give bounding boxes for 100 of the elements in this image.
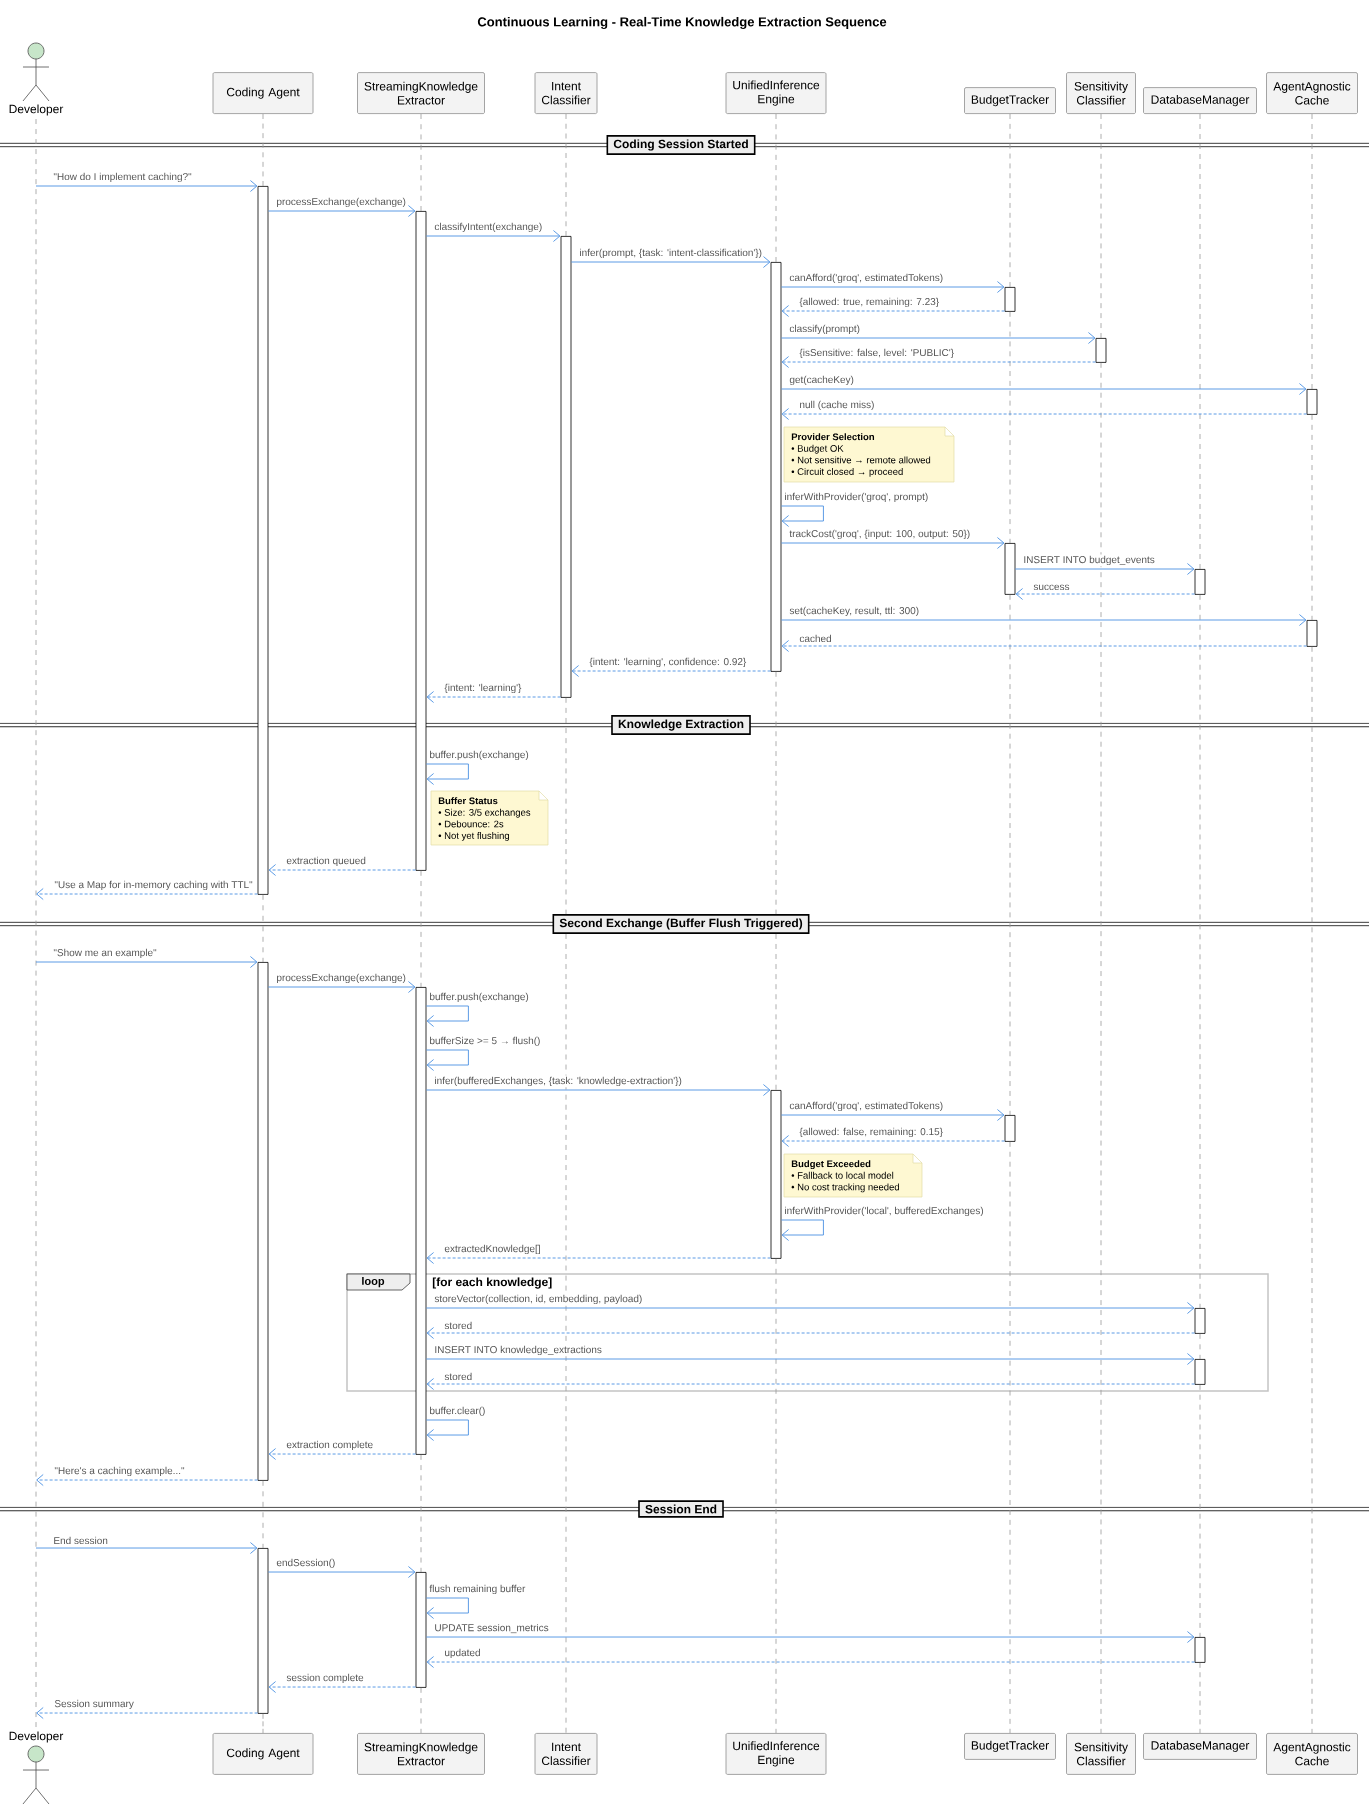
return-arrow xyxy=(268,1448,417,1460)
message-arrow xyxy=(267,981,416,993)
message-label: processExchange(exchange) xyxy=(275,972,408,985)
return-arrow xyxy=(268,864,417,876)
message-label: canAfford('groq', estimatedTokens) xyxy=(788,1100,945,1113)
participant-box: Sensitivity Classifier xyxy=(1066,1733,1136,1775)
lifeline xyxy=(420,1687,422,1734)
section-label: Coding Session Started xyxy=(606,135,756,155)
message-label: flush remaining buffer xyxy=(428,1583,527,1596)
note: Provider Selection • Budget OK • Not sensitive → remote allowed • Circuit closed → proceed xyxy=(783,426,955,483)
message-label: extraction complete xyxy=(285,1439,375,1452)
message-label: extraction queued xyxy=(285,855,368,868)
participant-box: AgentAgnostic Cache xyxy=(1266,1733,1358,1775)
title: Continuous Learning - Real-Time Knowledge Extraction Sequence xyxy=(477,16,887,30)
message-label: {allowed: false, remaining: 0.15} xyxy=(798,1126,945,1139)
message-label: stored xyxy=(443,1371,474,1382)
return-arrow xyxy=(781,356,1097,368)
activation-bar xyxy=(1004,1115,1016,1142)
message-arrow xyxy=(267,1566,416,1578)
return-arrow xyxy=(781,1135,1006,1147)
self-message-arrow xyxy=(425,1597,469,1619)
activation-bar xyxy=(415,211,427,871)
message-label: "Use a Map for in-memory caching with TTL" xyxy=(53,879,254,892)
message-arrow xyxy=(35,956,258,968)
message-label: UPDATE session_metrics xyxy=(433,1622,550,1635)
message-label: updated xyxy=(443,1647,482,1660)
message-label: {intent: 'learning', confidence: 0.92} xyxy=(588,656,748,669)
message-label: "How do I implement caching?" xyxy=(52,171,193,184)
activation-bar xyxy=(1095,338,1107,363)
lifeline xyxy=(420,1454,422,1573)
participant-box: Coding Agent xyxy=(212,72,314,114)
participant-box: Sensitivity Classifier xyxy=(1066,72,1136,114)
message-arrow xyxy=(267,205,416,217)
lifeline xyxy=(1199,1384,1201,1638)
message-label: {intent: 'learning'} xyxy=(443,682,523,695)
message-label: inferWithProvider('local', bufferedExchanges) xyxy=(783,1205,985,1218)
message-label: session complete xyxy=(285,1672,365,1685)
message-label: infer(bufferedExchanges, {task: 'knowledge-extraction'}) xyxy=(433,1075,684,1088)
lifeline xyxy=(262,1480,264,1549)
activation-bar xyxy=(1004,287,1016,312)
message-arrow xyxy=(780,537,1005,549)
lifeline xyxy=(1199,594,1201,1309)
return-arrow xyxy=(1015,588,1196,600)
message-label: classifyIntent(exchange) xyxy=(433,221,544,234)
section-label: Session End xyxy=(638,1500,724,1518)
return-arrow xyxy=(571,665,772,677)
message-arrow xyxy=(425,1631,1195,1643)
message-label: cached xyxy=(798,633,833,644)
self-message-arrow xyxy=(425,1049,469,1071)
actor-label: Developer xyxy=(9,104,64,116)
participant-box: Intent Classifier xyxy=(534,72,598,114)
self-message-arrow xyxy=(425,1419,469,1441)
message-arrow xyxy=(570,256,771,268)
lifeline xyxy=(775,113,777,263)
lifeline xyxy=(1311,113,1313,390)
message-label: buffer.clear() xyxy=(428,1405,487,1418)
lifeline xyxy=(262,113,264,187)
participant-box: BudgetTracker xyxy=(964,1733,1056,1760)
message-label: extractedKnowledge[] xyxy=(443,1243,542,1256)
lifeline xyxy=(1199,113,1201,570)
return-arrow xyxy=(36,1474,259,1486)
lifeline xyxy=(1009,113,1011,288)
message-label: classify(prompt) xyxy=(788,323,862,336)
return-arrow xyxy=(36,1707,259,1719)
return-arrow xyxy=(426,1656,1196,1668)
self-message-arrow xyxy=(780,505,824,527)
lifeline xyxy=(1009,594,1011,1116)
message-label: null (cache miss) xyxy=(798,399,876,412)
participant-box: DatabaseManager xyxy=(1143,1733,1257,1760)
loop-condition: [for each knowledge] xyxy=(432,1277,552,1289)
message-label: INSERT INTO knowledge_extractions xyxy=(433,1344,604,1357)
activation-bar xyxy=(770,1090,782,1259)
lifeline xyxy=(420,870,422,988)
message-arrow xyxy=(35,1542,258,1554)
message-arrow xyxy=(1014,563,1195,575)
message-arrow xyxy=(35,180,258,192)
lifeline xyxy=(1009,1141,1011,1734)
message-arrow xyxy=(425,230,561,242)
return-arrow xyxy=(426,1378,1196,1390)
return-arrow xyxy=(426,1252,772,1264)
message-label: buffer.push(exchange) xyxy=(428,991,530,1004)
activation-bar xyxy=(257,962,269,1481)
participant-box: AgentAgnostic Cache xyxy=(1266,72,1358,114)
participant-box: UnifiedInference Engine xyxy=(725,72,827,114)
return-arrow xyxy=(36,888,259,900)
message-arrow xyxy=(780,332,1096,344)
loop-tag: loop xyxy=(346,1273,411,1291)
activation-bar xyxy=(1194,1308,1206,1334)
return-arrow xyxy=(426,1327,1196,1339)
section-label: Knowledge Extraction xyxy=(611,715,751,735)
message-arrow xyxy=(425,1084,771,1096)
message-label: bufferSize >= 5 → flush() xyxy=(428,1035,542,1048)
participant-box: StreamingKnowledge Extractor xyxy=(357,1733,485,1775)
participant-box: DatabaseManager xyxy=(1143,87,1257,114)
activation-bar xyxy=(1306,389,1318,415)
message-label: stored xyxy=(443,1320,474,1331)
message-label: {allowed: true, remaining: 7.23} xyxy=(798,296,941,309)
activation-bar xyxy=(415,987,427,1455)
participant-box: BudgetTracker xyxy=(964,87,1056,114)
lifeline xyxy=(775,933,777,1091)
